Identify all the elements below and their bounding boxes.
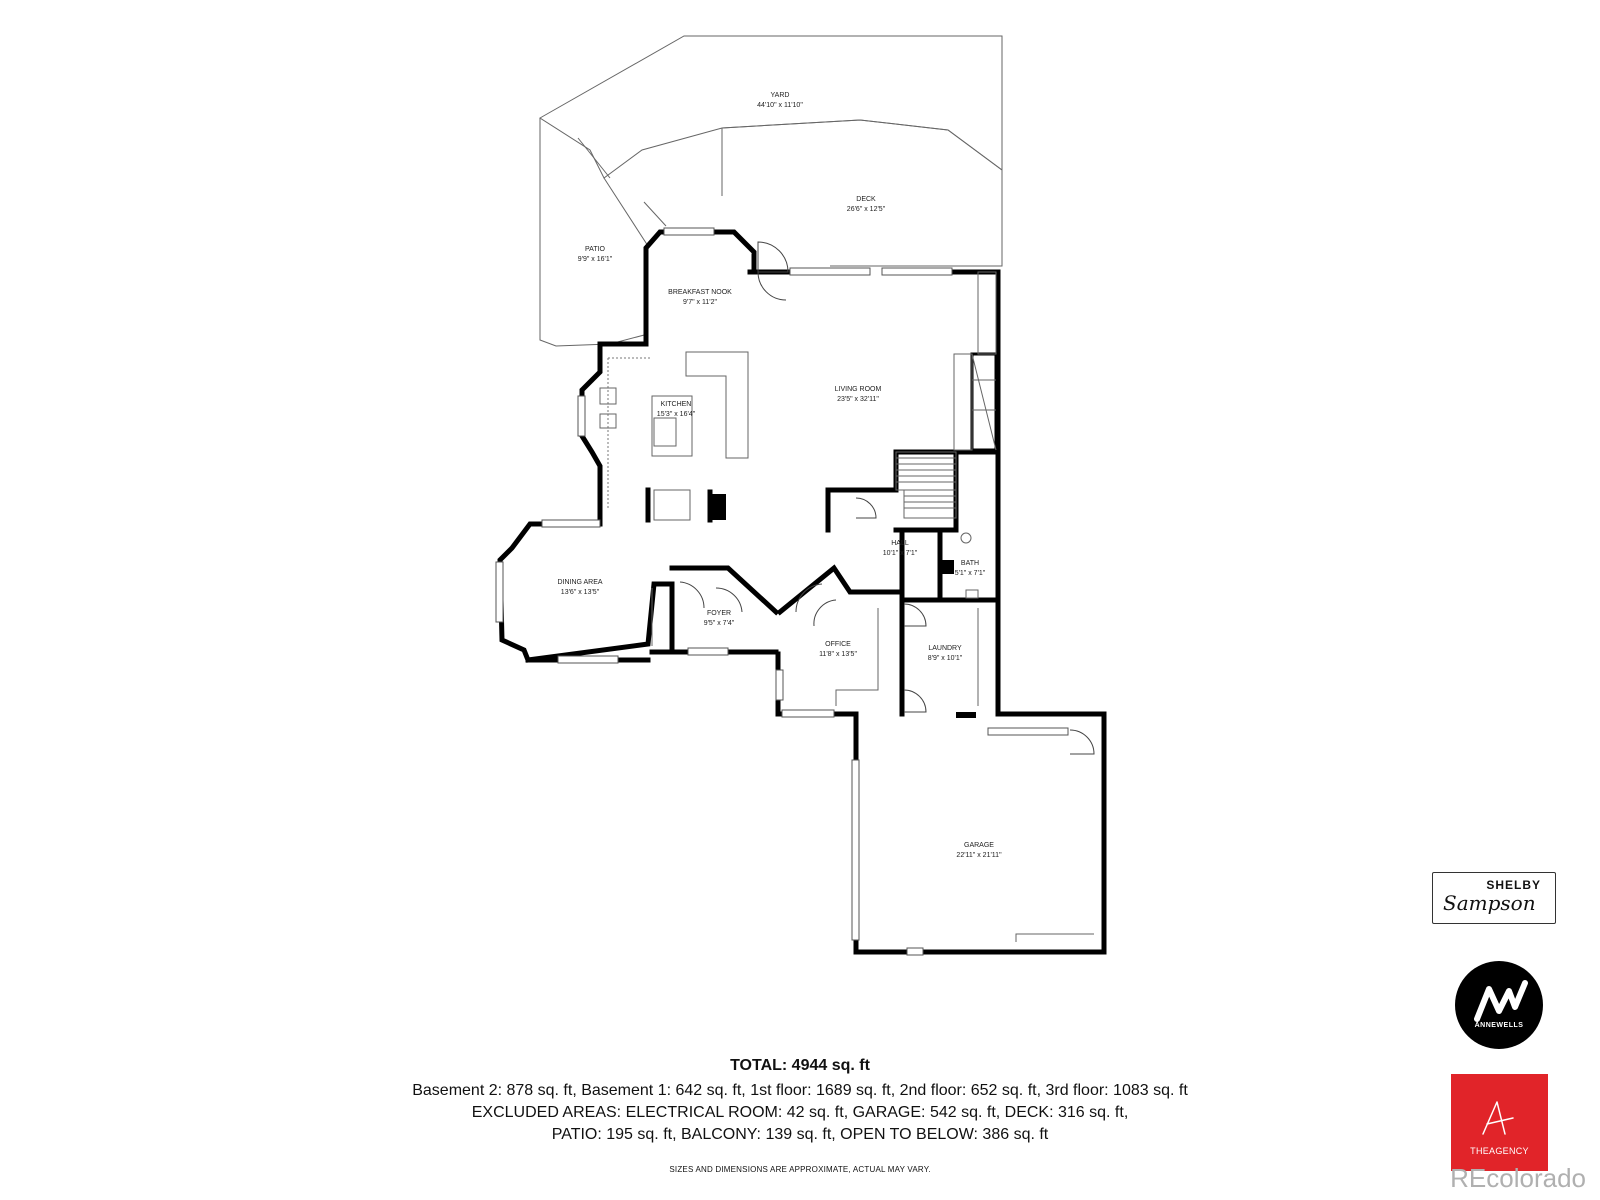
room-label-foyer: FOYER 9'5" x 7'4" [704,610,735,627]
room-label-bath: BATH 5'1" x 7'1" [955,560,986,577]
svg-text:LIVING ROOM: LIVING ROOM [835,386,882,393]
the-agency-logo: THEAGENCY [1451,1074,1548,1171]
svg-text:9'7" x 11'2": 9'7" x 11'2" [683,299,717,306]
svg-text:KITCHEN: KITCHEN [661,401,692,408]
svg-text:23'5" x 32'11": 23'5" x 32'11" [837,396,879,403]
room-label-hall: HALL 10'1" x 7'1" [883,540,918,557]
svg-text:BATH: BATH [961,560,979,567]
svg-text:15'3" x 16'4": 15'3" x 16'4" [657,411,696,418]
svg-text:LAUNDRY: LAUNDRY [928,645,962,652]
annewells-label: ANNEWELLS [1474,1022,1524,1029]
patio-outline [539,118,649,347]
room-label-office: OFFICE 11'8" x 13'5" [819,641,857,658]
agency-label: THEAGENCY [1470,1146,1529,1156]
recolorado-watermark: REcolorado [1450,1163,1586,1193]
svg-text:26'6" x 12'5": 26'6" x 12'5" [847,206,886,213]
room-label-yard: YARD 44'10" x 11'10" [757,92,803,109]
svg-text:HALL: HALL [891,540,909,547]
svg-text:OFFICE: OFFICE [825,641,851,648]
excluded-areas: EXCLUDED AREAS: ELECTRICAL ROOM: 42 sq. … [471,1104,1129,1121]
staircase [895,451,957,519]
svg-text:8'9" x 10'1": 8'9" x 10'1" [928,655,963,662]
room-label-dining-area: DINING AREA 13'6" x 13'5" [557,579,602,596]
total-area: TOTAL: 4944 sq. ft [730,1057,870,1074]
kitchen-island [651,395,693,457]
room-label-deck: DECK 26'6" x 12'5" [847,196,886,213]
shelby-last-name: Sampson [1443,891,1536,915]
annewells-mark-icon [1474,980,1528,1022]
room-label-breakfast-nook: BREAKFAST NOOK 9'7" x 11'2" [668,289,732,306]
svg-text:YARD: YARD [771,92,790,99]
shelby-sampson-logo: SHELBY Sampson [1432,872,1556,924]
deck-outline [721,119,1003,267]
room-label-laundry: LAUNDRY 8'9" x 10'1" [928,645,963,662]
annewells-logo: ANNEWELLS [1455,961,1543,1049]
svg-text:GARAGE: GARAGE [964,842,994,849]
shelby-first-name: SHELBY [1486,878,1541,892]
svg-text:5'1" x 7'1": 5'1" x 7'1" [955,570,986,577]
excluded-areas-continued: PATIO: 195 sq. ft, BALCONY: 139 sq. ft, … [551,1126,1049,1143]
svg-text:22'11" x 21'11": 22'11" x 21'11" [956,852,1002,859]
svg-text:DECK: DECK [856,196,876,203]
room-label-kitchen: KITCHEN 15'3" x 16'4" [657,401,696,418]
room-label-patio: PATIO 9'9" x 16'1" [578,246,613,263]
svg-text:FOYER: FOYER [707,610,731,617]
svg-text:10'1" x 7'1": 10'1" x 7'1" [883,550,918,557]
svg-text:11'8" x 13'5": 11'8" x 13'5" [819,651,857,658]
agency-mark-icon [1482,1101,1514,1135]
room-label-living-room: LIVING ROOM 23'5" x 32'11" [835,386,882,403]
svg-text:9'5" x 7'4": 9'5" x 7'4" [704,620,735,627]
svg-text:13'6" x 13'5": 13'6" x 13'5" [561,589,600,596]
floor-breakdown: Basement 2: 878 sq. ft, Basement 1: 642 … [412,1082,1188,1099]
svg-text:BREAKFAST NOOK: BREAKFAST NOOK [668,289,732,296]
room-label-garage: GARAGE 22'11" x 21'11" [956,842,1002,859]
svg-text:44'10" x 11'10": 44'10" x 11'10" [757,102,803,109]
svg-text:DINING AREA: DINING AREA [557,579,602,586]
disclaimer: SIZES AND DIMENSIONS ARE APPROXIMATE, AC… [669,1165,931,1174]
svg-text:PATIO: PATIO [585,246,606,253]
svg-text:9'9" x 16'1": 9'9" x 16'1" [578,256,613,263]
